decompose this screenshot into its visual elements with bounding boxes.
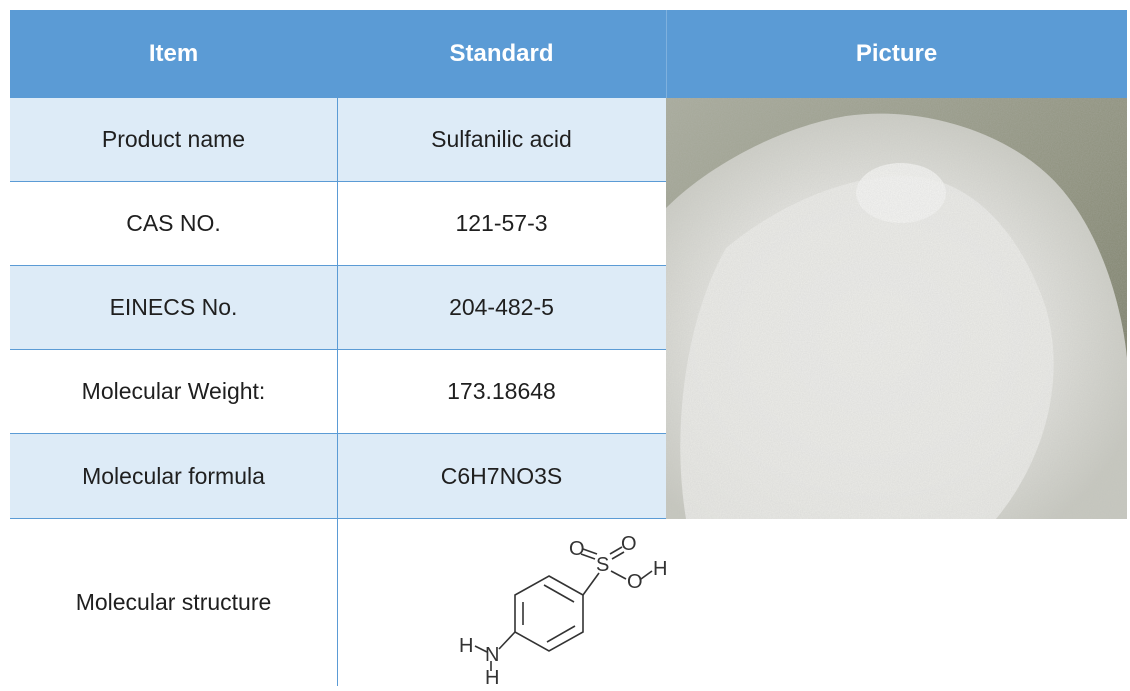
row-einecs-label: EINECS No.: [10, 266, 337, 350]
product-photo: [666, 98, 1127, 519]
atom-s: S: [596, 554, 609, 576]
spec-table: Item Standard Picture Product name Sulfa…: [10, 10, 1127, 689]
atom-h: H: [485, 667, 499, 686]
atom-o: O: [621, 533, 637, 555]
row-molecular-formula-value: C6H7NO3S: [337, 434, 666, 519]
row-molecular-formula-label: Molecular formula: [10, 434, 337, 519]
column-divider: [666, 10, 667, 98]
atom-h: H: [653, 558, 667, 580]
row-molecular-weight-value: 173.18648: [337, 350, 666, 434]
atom-h: H: [459, 635, 473, 657]
row-cas-value: 121-57-3: [337, 182, 666, 266]
header-item: Item: [10, 10, 337, 98]
row-product-name-value: Sulfanilic acid: [337, 98, 666, 182]
molecular-structure-cell: O S O O H H N H: [337, 519, 1127, 689]
row-product-name-label: Product name: [10, 98, 337, 182]
header-picture: Picture: [666, 10, 1127, 98]
atom-o: O: [569, 538, 585, 560]
row-divider: [10, 518, 337, 519]
column-divider: [337, 98, 338, 686]
row-einecs-value: 204-482-5: [337, 266, 666, 350]
atom-n: N: [485, 644, 499, 666]
row-cas-label: CAS NO.: [10, 182, 337, 266]
molecular-structure-diagram: O S O O H H N H: [459, 533, 667, 689]
row-molecular-structure-label: Molecular structure: [75, 589, 272, 615]
header-standard: Standard: [337, 10, 666, 98]
row-molecular-weight-label: Molecular Weight:: [10, 350, 337, 434]
atom-o: O: [627, 571, 643, 593]
